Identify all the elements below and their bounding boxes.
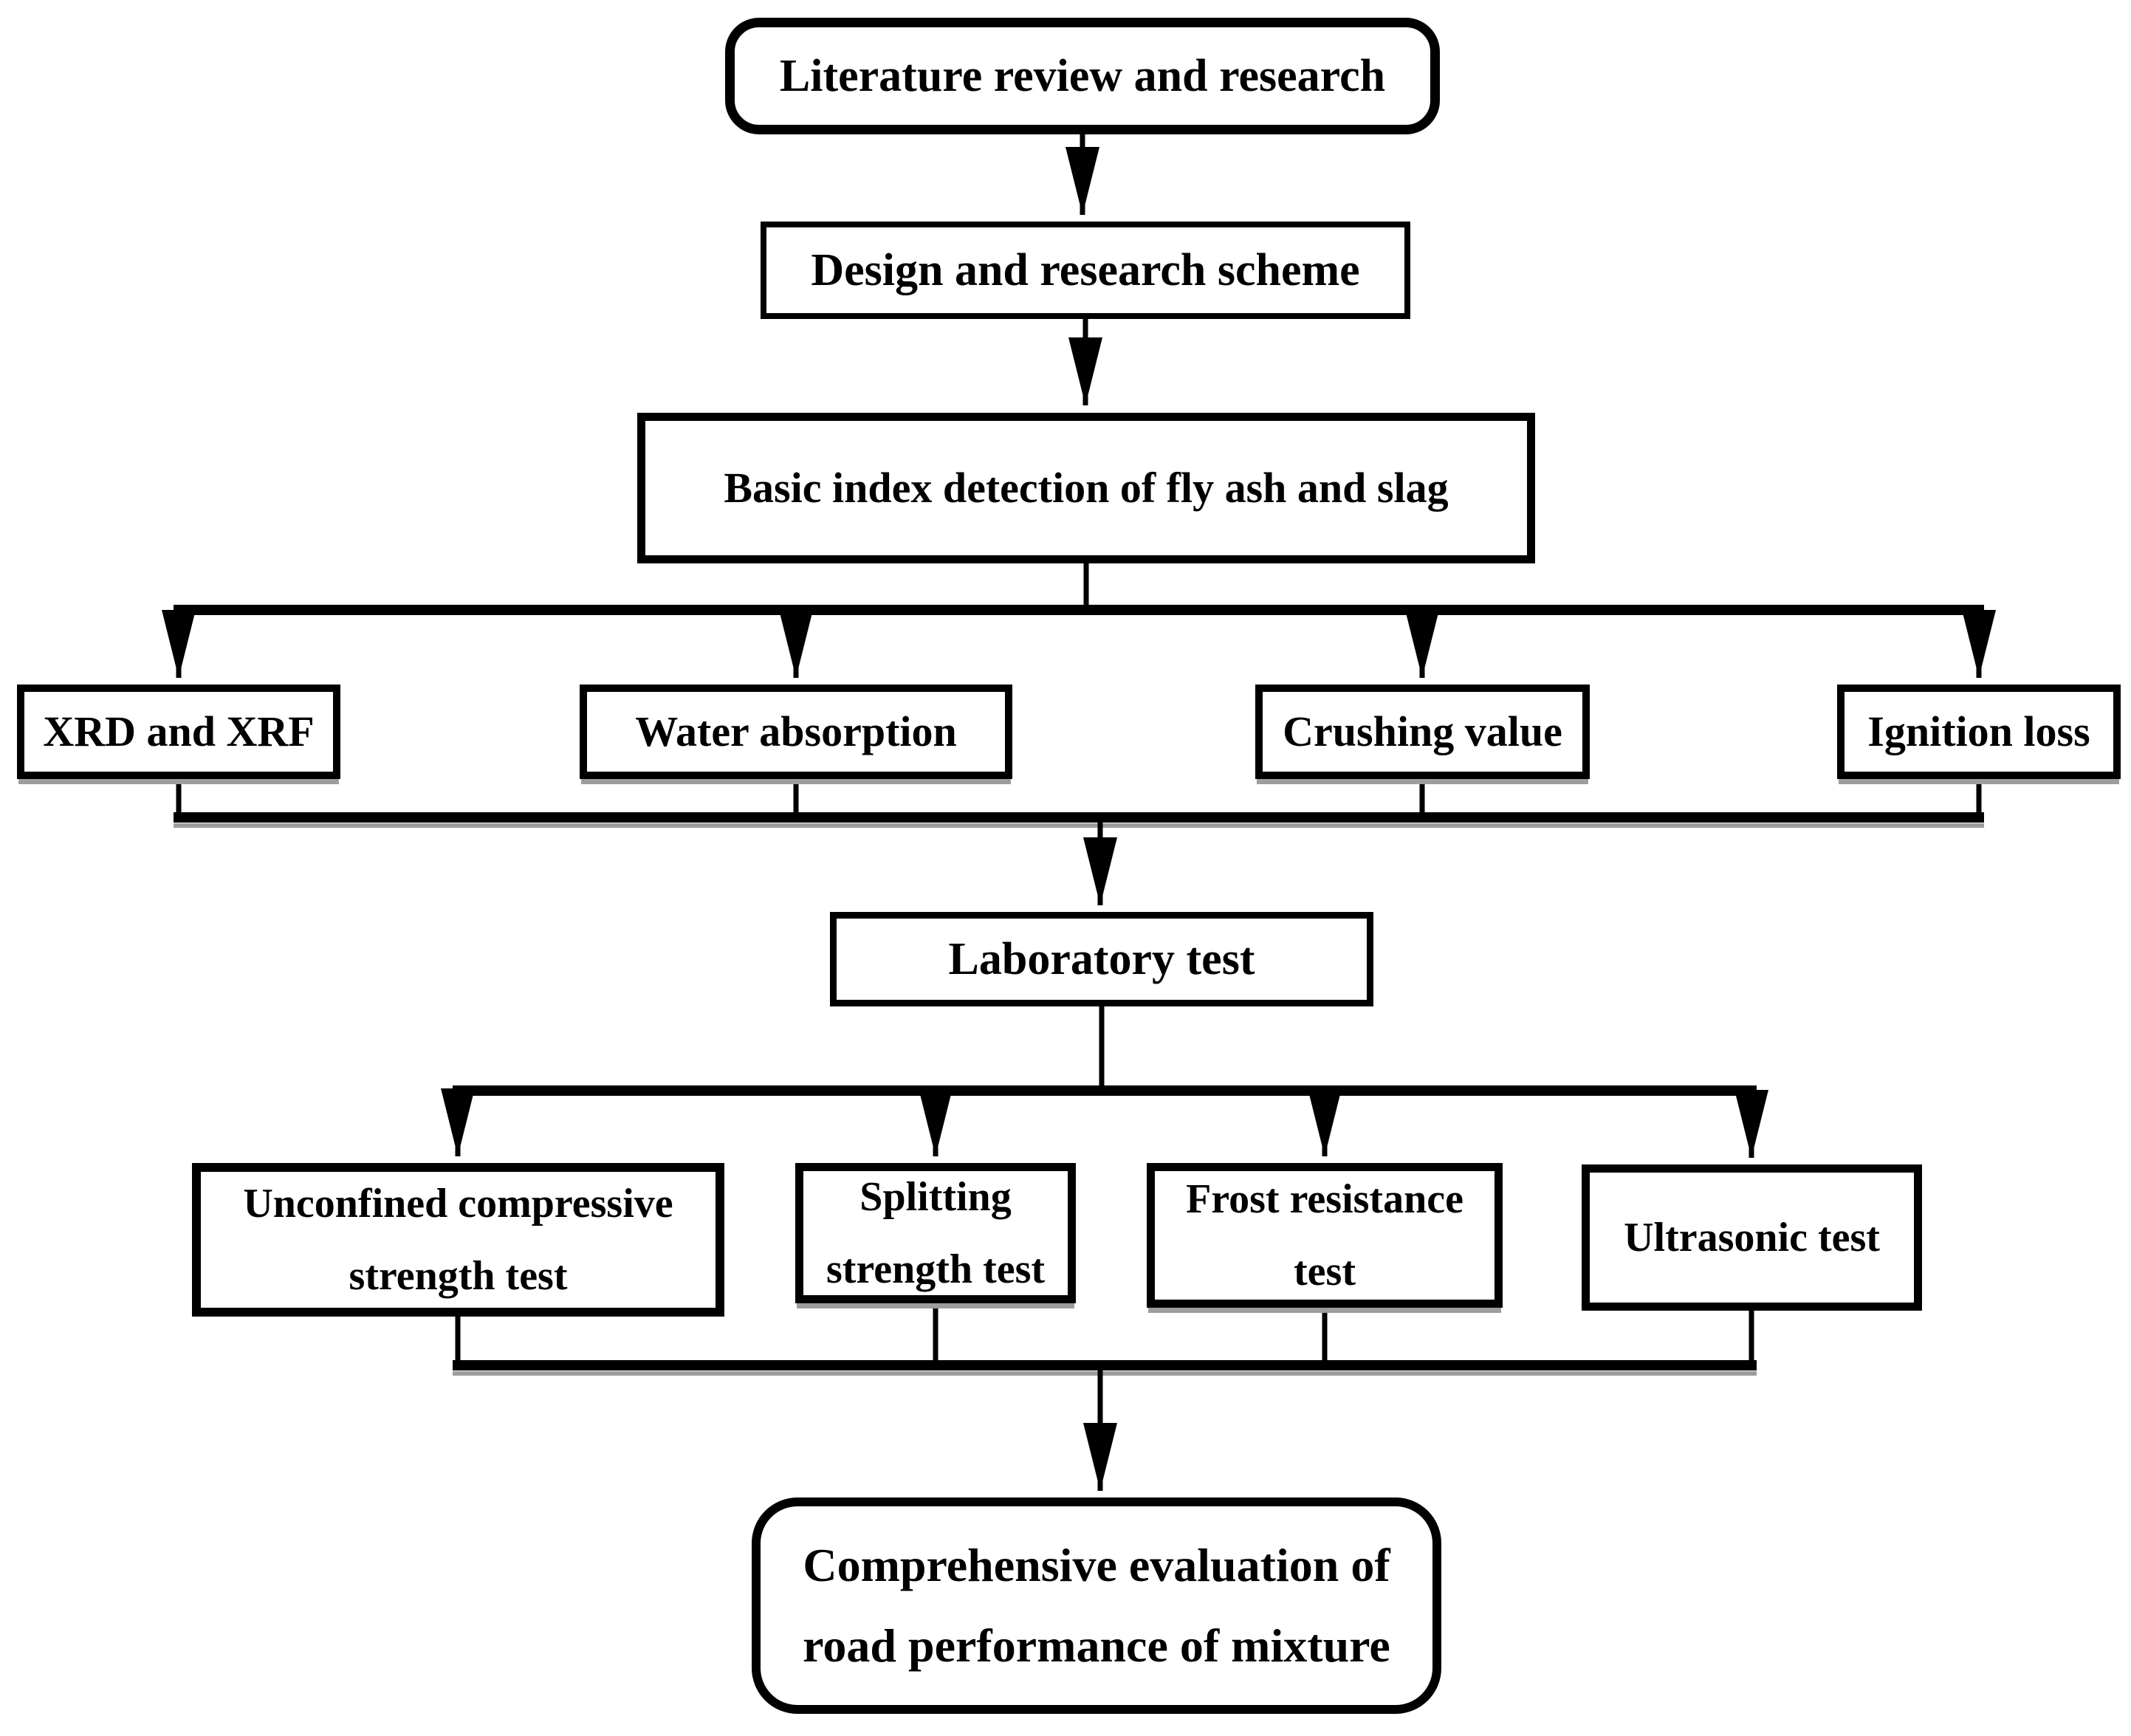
node-xrd-and-xrf: XRD and XRF bbox=[17, 685, 340, 779]
node-comprehensive-evaluation: Comprehensive evaluation of road perform… bbox=[752, 1497, 1441, 1714]
node-unconfined-compressive-strength-test: Unconfined compressive strength test bbox=[192, 1163, 724, 1317]
node-ignition-loss: Ignition loss bbox=[1837, 685, 2121, 779]
node-laboratory-test: Laboratory test bbox=[830, 912, 1373, 1006]
node-crushing-value: Crushing value bbox=[1255, 685, 1590, 779]
node-splitting-strength-test: Splitting strength test bbox=[795, 1163, 1076, 1303]
node-water-absorption: Water absorption bbox=[580, 685, 1012, 779]
node-basic-index-detection: Basic index detection of fly ash and sla… bbox=[637, 413, 1535, 563]
node-literature-review: Literature review and research bbox=[725, 18, 1440, 134]
node-design-and-research-scheme: Design and research scheme bbox=[761, 222, 1410, 319]
node-ultrasonic-test: Ultrasonic test bbox=[1582, 1164, 1922, 1311]
node-frost-resistance-test: Frost resistance test bbox=[1147, 1163, 1503, 1308]
